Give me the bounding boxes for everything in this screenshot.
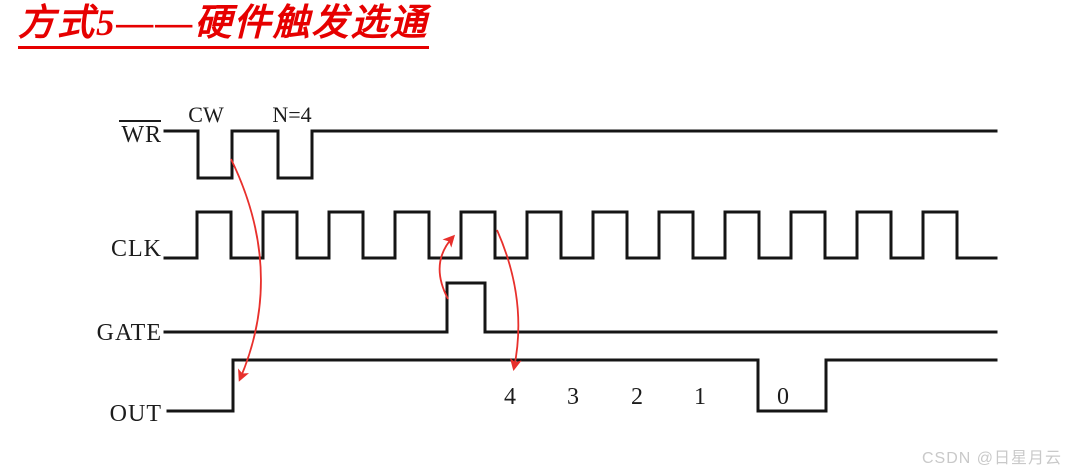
count-label-4: 4 [504, 384, 516, 410]
arrow-gate-trigger-to-clk [438, 234, 456, 300]
annotation-wr-1: N=4 [272, 102, 311, 127]
count-label-2: 2 [631, 384, 643, 410]
signal-wave-gate [163, 281, 998, 334]
signal-wave-wr [163, 129, 998, 180]
waveform-layer [163, 129, 998, 413]
signal-label-out: OUT [110, 401, 162, 427]
signal-wave-out [166, 358, 998, 413]
count-label-3: 3 [567, 384, 579, 410]
signal-label-wr: WR [121, 122, 162, 148]
count-label-1: 1 [694, 384, 706, 410]
signal-label-gate: GATE [97, 320, 162, 346]
count-label-0: 0 [777, 384, 789, 410]
arrow-cw-write-to-out-start [230, 158, 262, 382]
arrow-clk-fall-to-count-4 [496, 229, 522, 371]
annotation-wr-0: CW [188, 102, 224, 127]
signal-wave-clk [163, 210, 998, 260]
page-title-text: 方式5——硬件触发选通 [18, 3, 429, 44]
signal-label-clk: CLK [111, 236, 162, 262]
arrow-layer [230, 158, 522, 382]
page-title: 方式5——硬件触发选通 [18, 3, 429, 49]
watermark: CSDN @日星月云 [921, 450, 1062, 467]
